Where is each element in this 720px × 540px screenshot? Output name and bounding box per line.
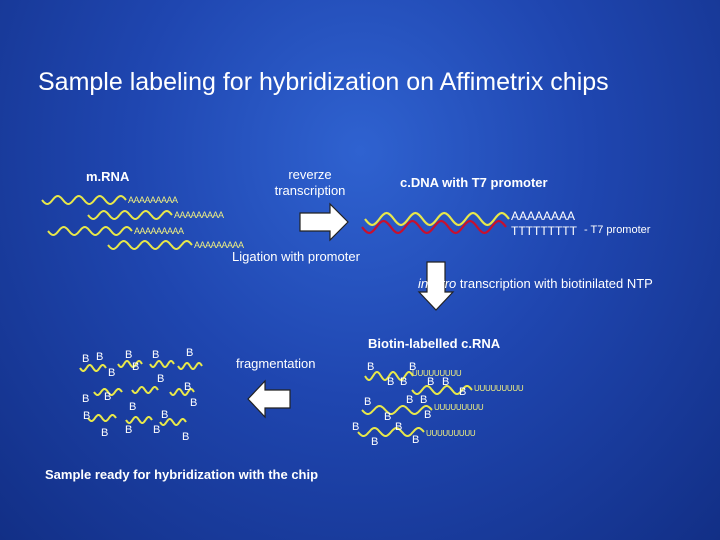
biotin-mark: B bbox=[82, 353, 90, 365]
cdna-strand-red bbox=[361, 219, 507, 235]
biotin-mark: B bbox=[125, 349, 133, 361]
reverse-transcription-arrow bbox=[299, 202, 349, 242]
biotin-mark: B bbox=[104, 391, 112, 403]
in-vitro-transcription-label: in vitro transcription with biotinilated… bbox=[418, 277, 653, 290]
biotin-mark: B bbox=[184, 381, 192, 393]
mrna-strand-2 bbox=[87, 209, 173, 221]
biotin-mark: B bbox=[157, 373, 165, 385]
mrna-strand-1 bbox=[41, 194, 127, 206]
mrna-strands bbox=[41, 194, 193, 251]
mrna-tail-2: AAAAAAAAA bbox=[174, 210, 224, 220]
sample-ready-label: Sample ready for hybridization with the … bbox=[45, 467, 319, 482]
crna-fragments bbox=[79, 360, 203, 426]
fragment-2 bbox=[117, 360, 143, 368]
mrna-tail-3: AAAAAAAAA bbox=[134, 226, 184, 236]
crna-tail-3: UUUUUUUUU bbox=[434, 403, 484, 412]
cdna-strand-yellow bbox=[364, 211, 510, 227]
in-vitro-transcription-arrow bbox=[417, 261, 455, 311]
biotin-mark: B bbox=[108, 367, 116, 379]
crna-strand-2 bbox=[411, 384, 473, 396]
biotin-mark: B bbox=[371, 436, 379, 448]
biotin-mark: B bbox=[153, 424, 161, 436]
biotin-mark: B bbox=[182, 431, 190, 443]
slide-title: Sample labeling for hybridization on Aff… bbox=[38, 68, 609, 96]
biotin-mark: B bbox=[82, 393, 90, 405]
fragmentation-arrow bbox=[247, 379, 291, 419]
biotin-mark: B bbox=[190, 397, 198, 409]
biotin-mark: B bbox=[364, 396, 372, 408]
biotin-mark: B bbox=[186, 347, 194, 359]
biotin-mark: B bbox=[83, 410, 91, 422]
crna-strand-4 bbox=[357, 426, 425, 438]
biotin-mark: B bbox=[161, 409, 169, 421]
biotin-mark: B bbox=[459, 386, 467, 398]
in-vitro-rest: transcription with biotinilated NTP bbox=[456, 276, 653, 291]
mrna-strand-3 bbox=[47, 225, 133, 237]
crna-tail-4: UUUUUUUUU bbox=[426, 429, 476, 438]
cdna-double-strand bbox=[361, 211, 510, 235]
biotin-mark: B bbox=[96, 351, 104, 363]
biotin-mark: B bbox=[442, 376, 450, 388]
fragment-1 bbox=[79, 364, 107, 372]
fragment-3 bbox=[149, 360, 175, 368]
biotin-mark: B bbox=[101, 427, 109, 439]
fragment-10 bbox=[159, 418, 187, 426]
biotin-crna-label: Biotin-labelled c.RNA bbox=[368, 336, 501, 351]
crna-tail-2: UUUUUUUUU bbox=[474, 384, 524, 393]
crna-tail-1: UUUUUUUUU bbox=[412, 369, 462, 378]
mrna-tail-4: AAAAAAAAA bbox=[194, 240, 244, 250]
biotin-mark: B bbox=[424, 409, 432, 421]
biotin-mark: B bbox=[129, 401, 137, 413]
fragment-9 bbox=[125, 416, 153, 424]
biotin-mark: B bbox=[412, 434, 420, 446]
biotin-mark: B bbox=[125, 424, 133, 436]
biotin-mark: B bbox=[409, 361, 417, 373]
biotin-mark: B bbox=[384, 411, 392, 423]
in-vitro-italic: in vitro bbox=[418, 276, 457, 291]
crna-strands bbox=[357, 370, 473, 438]
fragment-5 bbox=[93, 388, 123, 396]
t7-promoter-label: - T7 promoter bbox=[584, 224, 651, 236]
fragment-6 bbox=[131, 386, 159, 394]
fragment-7 bbox=[169, 388, 195, 396]
cdna-poly-a: AAAAAAAA bbox=[511, 209, 576, 223]
biotin-mark: B bbox=[406, 394, 414, 406]
mrna-label: m.RNA bbox=[86, 169, 130, 184]
crna-strand-3 bbox=[361, 404, 433, 416]
cdna-poly-t: TTTTTTTTT bbox=[511, 224, 577, 238]
biotin-mark: B bbox=[395, 421, 403, 433]
biotin-mark: B bbox=[352, 421, 360, 433]
ligation-label: Ligation with promoter bbox=[232, 249, 360, 264]
cdna-label: c.DNA with T7 promoter bbox=[400, 175, 548, 190]
biotin-mark: B bbox=[367, 361, 375, 373]
biotin-mark: B bbox=[427, 376, 435, 388]
fragmentation-label: fragmentation bbox=[236, 356, 316, 371]
reverse-transcription-label: reverze transcription bbox=[274, 167, 346, 198]
biotin-mark: B bbox=[387, 376, 395, 388]
biotin-mark: B bbox=[132, 361, 140, 373]
biotin-mark: B bbox=[152, 349, 160, 361]
fragment-8 bbox=[87, 414, 117, 422]
fragment-4 bbox=[177, 362, 203, 370]
mrna-tail-1: AAAAAAAAA bbox=[128, 195, 178, 205]
biotin-mark: B bbox=[400, 376, 408, 388]
mrna-strand-4 bbox=[107, 239, 193, 251]
biotin-mark: B bbox=[420, 394, 428, 406]
crna-strand-1 bbox=[364, 370, 414, 382]
